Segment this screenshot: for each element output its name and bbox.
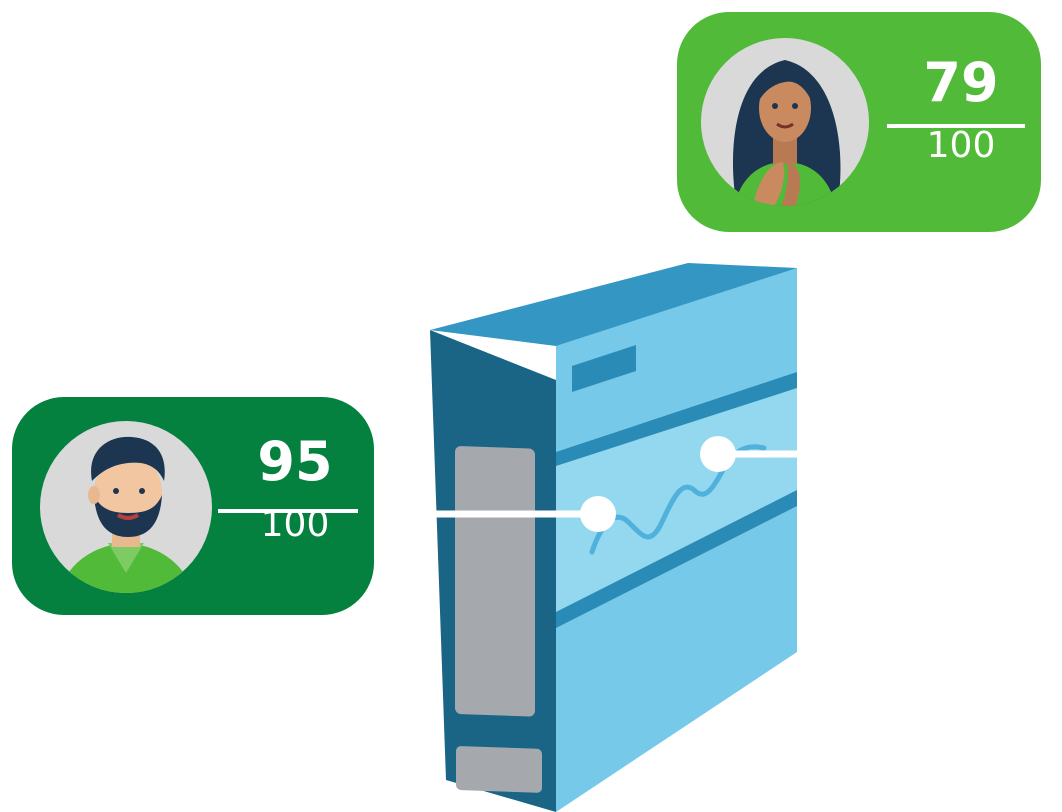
score-card-left: 95 100 <box>12 397 374 615</box>
box-stripe-bottom <box>556 490 797 628</box>
connector-right-dot <box>700 436 736 472</box>
score-left: 95 100 <box>215 431 375 547</box>
score-card-left-art <box>40 421 358 593</box>
score-card-right: 79 100 <box>677 12 1041 232</box>
score-card-right-art <box>701 38 1025 206</box>
spine-label-small <box>456 746 542 793</box>
box-top <box>430 263 797 346</box>
connector-left-dot <box>580 496 616 532</box>
score-value-left: 95 <box>257 430 333 493</box>
score-right: 79 100 <box>881 52 1041 168</box>
woman-avatar <box>701 38 869 206</box>
score-total-left: 100 <box>260 504 330 545</box>
score-total-right: 100 <box>926 125 996 166</box>
box-stripe-top <box>556 372 797 466</box>
spine-label-large <box>455 446 535 717</box>
score-value-right: 79 <box>923 51 999 114</box>
bearded-man-avatar <box>40 421 212 593</box>
box-front-label <box>572 345 636 392</box>
